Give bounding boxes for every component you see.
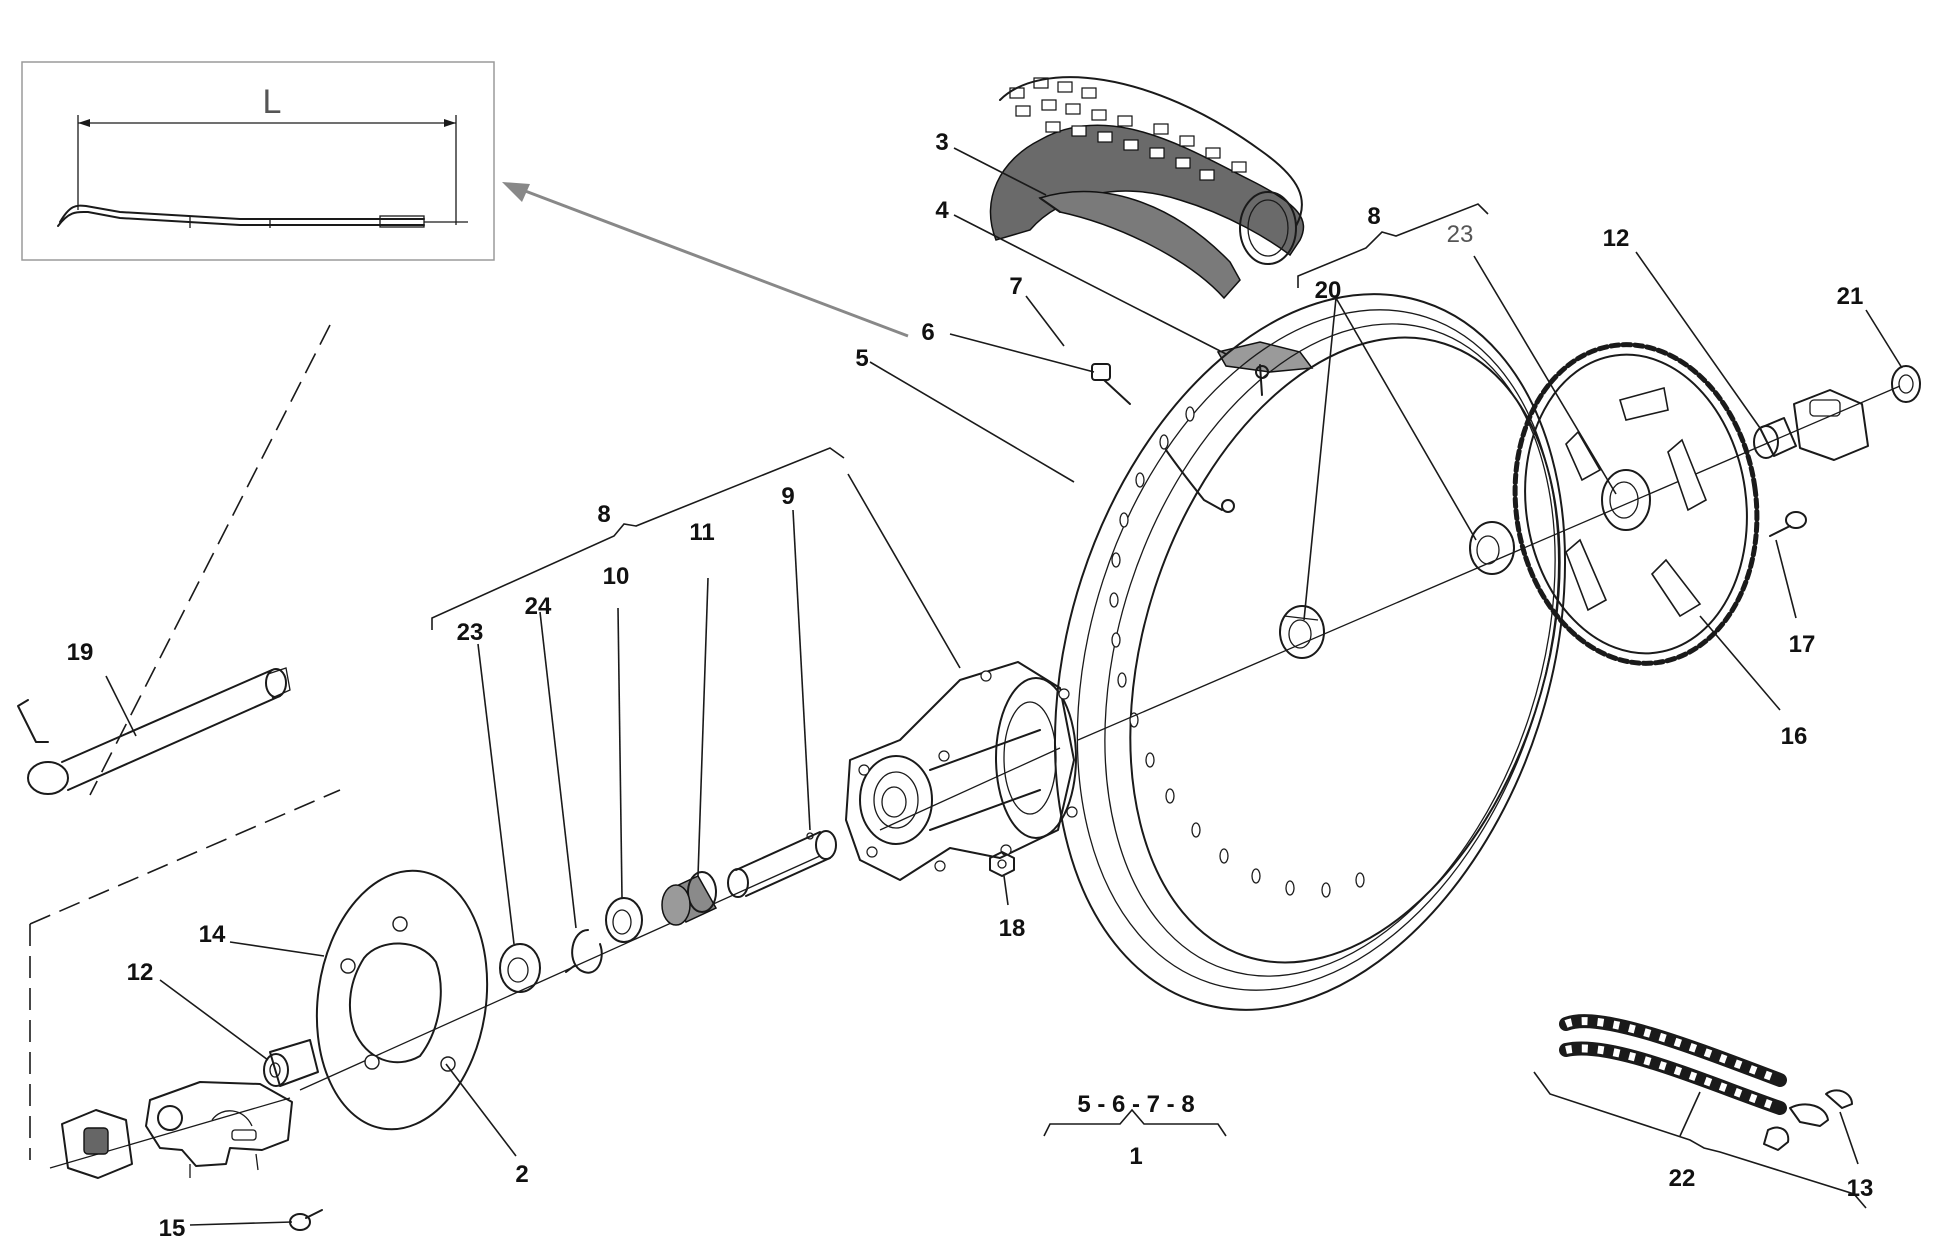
hub bbox=[845, 661, 1078, 881]
drive-chain bbox=[1559, 1014, 1853, 1151]
bearing-23-left bbox=[499, 943, 541, 993]
callout-6: 6 bbox=[921, 319, 934, 346]
callout-8-right: 8 bbox=[1367, 203, 1380, 230]
callout-24: 24 bbox=[525, 593, 552, 620]
spacer-12-left bbox=[263, 1039, 319, 1087]
callout-23-left: 23 bbox=[457, 619, 484, 646]
callout-3: 3 bbox=[935, 129, 948, 156]
spoke-nipple bbox=[1091, 363, 1131, 405]
callout-7: 7 bbox=[1009, 273, 1022, 300]
brake-disc bbox=[315, 869, 489, 1131]
bearing-10 bbox=[605, 897, 643, 943]
callout-9: 9 bbox=[781, 483, 794, 510]
screw-15 bbox=[289, 1209, 323, 1231]
callout-labels: 3 4 7 6 5 8 23 20 12 21 17 16 18 8 9 11 … bbox=[67, 129, 1874, 1242]
callout-20: 20 bbox=[1315, 277, 1342, 304]
callout-15: 15 bbox=[159, 1215, 186, 1242]
spacer-12-right bbox=[1753, 417, 1797, 459]
callout-13: 13 bbox=[1847, 1175, 1874, 1202]
axle-nut bbox=[1891, 365, 1921, 403]
callout-19: 19 bbox=[67, 639, 94, 666]
axle-adjuster-right bbox=[1793, 389, 1869, 461]
callout-17: 17 bbox=[1789, 631, 1816, 658]
spoke-reference-arrow bbox=[502, 182, 909, 338]
callout-5: 5 bbox=[855, 345, 868, 372]
callout-16: 16 bbox=[1781, 723, 1808, 750]
callout-12-right: 12 bbox=[1603, 225, 1630, 252]
group-note-assembly: 1 bbox=[1129, 1143, 1142, 1170]
bushing bbox=[661, 871, 718, 926]
callout-10: 10 bbox=[603, 563, 630, 590]
rim bbox=[1053, 293, 1567, 1011]
callout-11: 11 bbox=[689, 519, 714, 546]
callout-4: 4 bbox=[935, 197, 949, 224]
callout-14: 14 bbox=[199, 921, 226, 948]
callout-22: 22 bbox=[1669, 1165, 1696, 1192]
tire bbox=[989, 76, 1305, 265]
callout-2: 2 bbox=[515, 1161, 528, 1188]
callout-8-left: 8 bbox=[597, 501, 610, 528]
hub-nut bbox=[989, 851, 1015, 877]
callout-23-right: 23 bbox=[1447, 221, 1474, 248]
sprocket bbox=[1512, 342, 1760, 666]
callout-18: 18 bbox=[999, 915, 1026, 942]
rim-tape bbox=[1038, 191, 1241, 300]
spoke-length-label: L bbox=[263, 83, 282, 121]
rear-axle bbox=[17, 667, 291, 795]
callout-12-left: 12 bbox=[127, 959, 154, 986]
bearing-20 bbox=[1279, 605, 1325, 659]
spacer-tube bbox=[727, 830, 837, 898]
spoke-inset: L bbox=[21, 61, 495, 261]
leader-lines bbox=[105, 147, 1903, 1226]
group-note-members: 5 - 6 - 7 - 8 bbox=[1077, 1091, 1194, 1118]
callout-21: 21 bbox=[1837, 283, 1864, 310]
axle-adjuster-left bbox=[61, 1109, 133, 1179]
circlip bbox=[565, 929, 603, 974]
screw-17 bbox=[1769, 511, 1807, 537]
caliper-bracket bbox=[145, 1081, 293, 1178]
group-brackets bbox=[431, 203, 1867, 1209]
bearing-23-right bbox=[1469, 521, 1515, 575]
